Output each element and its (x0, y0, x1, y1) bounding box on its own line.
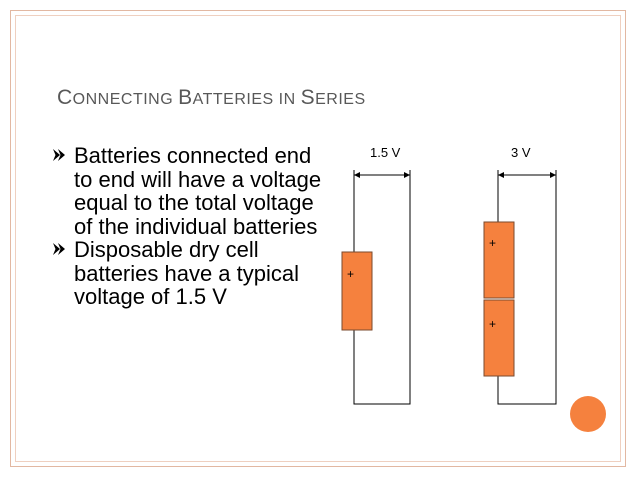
slide-frame-inner (15, 15, 621, 462)
left-measure-arrow (353, 170, 411, 180)
arrow-check-bullet-icon (53, 243, 65, 255)
title-part: B (178, 86, 193, 109)
bullet-item: Batteries connected end to end will have… (52, 144, 322, 238)
bullet-text: Disposable dry cell batteries have a typ… (74, 237, 300, 309)
title-part: ERIES (315, 91, 366, 108)
left-voltage-label: 1.5 V (370, 145, 401, 160)
right-voltage-label: 3 V (511, 145, 531, 160)
series-circuit-diagram: 1.5 V + 3 V + + (341, 145, 557, 405)
slide-frame (10, 10, 626, 467)
slide-title: CONNECTING BATTERIES IN SERIES (57, 86, 366, 110)
title-part: C (57, 86, 73, 109)
battery (483, 299, 515, 377)
accent-circle (570, 396, 606, 432)
right-circuit: 3 V + + (483, 145, 557, 405)
battery-plus-label: + (489, 236, 496, 250)
battery-plus-label: + (347, 267, 354, 281)
left-circuit: 1.5 V + (341, 145, 411, 405)
title-part: ONNECTING (72, 91, 179, 108)
title-part: ATTERIES IN (192, 91, 301, 108)
battery-plus-label: + (489, 317, 496, 331)
arrow-check-bullet-icon (53, 149, 65, 161)
battery (341, 251, 373, 331)
left-wire (353, 180, 411, 405)
right-wire (497, 180, 557, 405)
bullet-list: Batteries connected end to end will have… (52, 144, 322, 309)
right-measure-arrow (497, 170, 557, 180)
title-part: S (300, 86, 316, 109)
bullet-item: Disposable dry cell batteries have a typ… (52, 238, 322, 309)
battery (483, 221, 515, 299)
bullet-text: Batteries connected end to end will have… (74, 143, 322, 239)
